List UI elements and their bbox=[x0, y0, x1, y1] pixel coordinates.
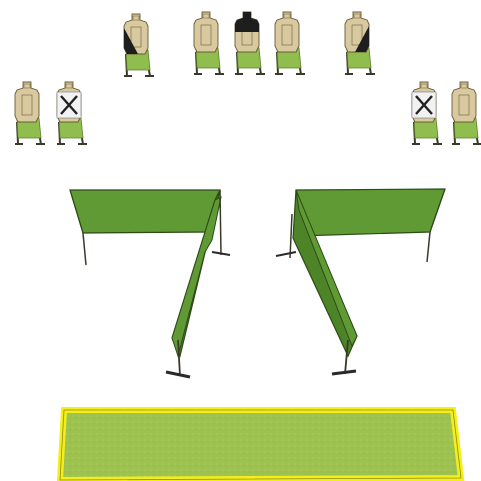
left-wall-back-panel bbox=[69, 189, 221, 234]
target-silhouette bbox=[274, 11, 300, 53]
target-silhouette bbox=[193, 11, 219, 53]
right-wall bbox=[275, 188, 446, 376]
targets-group bbox=[14, 11, 481, 145]
target-silhouette bbox=[451, 81, 477, 123]
target-2 bbox=[193, 11, 224, 75]
left-wall bbox=[69, 189, 231, 379]
target-5 bbox=[344, 11, 375, 75]
target-silhouette bbox=[14, 81, 40, 123]
target-9 bbox=[451, 81, 481, 145]
target-7 bbox=[56, 81, 87, 145]
target-1 bbox=[123, 13, 154, 77]
target-6 bbox=[14, 81, 45, 145]
right-wall-back-panel bbox=[295, 188, 446, 237]
target-3 bbox=[234, 11, 265, 75]
target-8 bbox=[411, 81, 442, 145]
fault-line-box bbox=[56, 407, 465, 481]
target-4 bbox=[274, 11, 305, 75]
